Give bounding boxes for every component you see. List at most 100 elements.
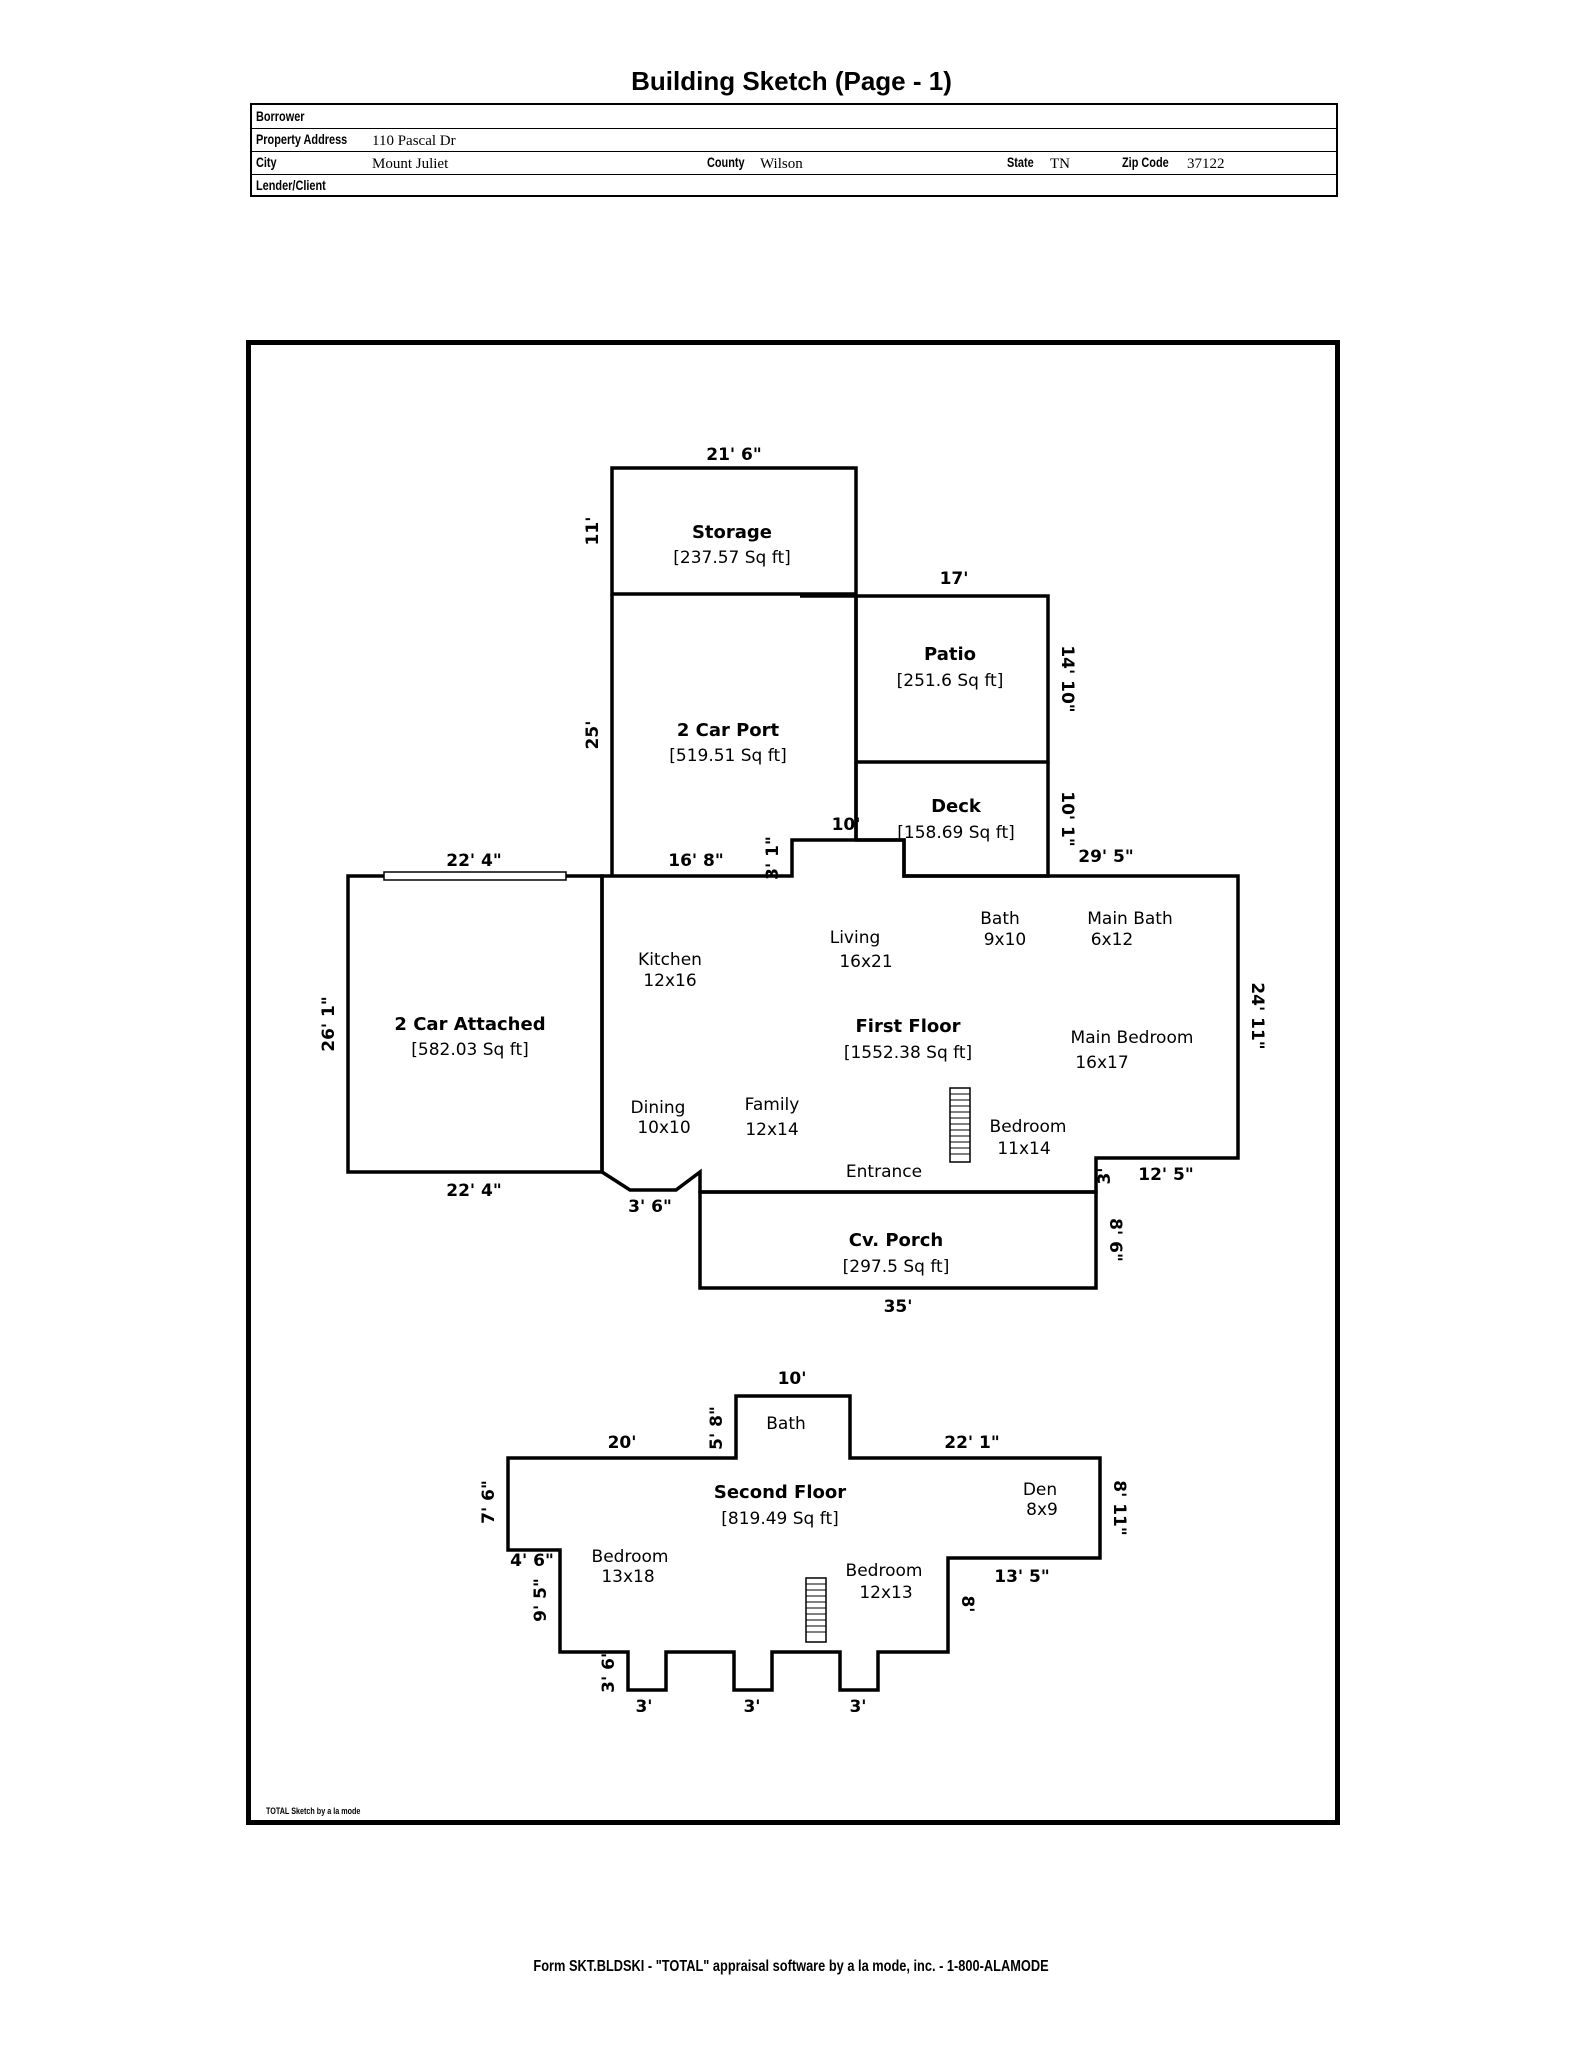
garage-area: [582.03 Sq ft]	[411, 1040, 529, 1060]
dim-patio-side: 14' 10"	[1057, 645, 1077, 712]
dim-right-step: 3'	[1095, 1167, 1115, 1184]
dim-2f-left-side: 7' 6"	[479, 1480, 499, 1524]
dim-garage-top: 22' 4"	[446, 851, 501, 871]
patio-outline	[854, 594, 1050, 764]
room-main-bath-size: 6x12	[1091, 930, 1134, 950]
dim-2f-right-side: 8' 11"	[1109, 1480, 1129, 1535]
second-floor-area: [819.49 Sq ft]	[721, 1509, 839, 1529]
room-main-bedroom: Main Bedroom	[1071, 1028, 1194, 1048]
county-label: County	[707, 154, 745, 170]
form-footer: Form SKT.BLDSKI - "TOTAL" appraisal soft…	[0, 1958, 1583, 1976]
dim-main-side: 24' 11"	[1247, 982, 1267, 1049]
borrower-row: Borrower	[252, 105, 1336, 129]
dim-2f-bump2: 3'	[743, 1697, 760, 1717]
first-floor-outline	[600, 838, 1240, 1194]
dim-deck-bottom: 10'	[832, 815, 861, 835]
dim-porch-bottom: 35'	[884, 1297, 913, 1317]
first-floor-name: First Floor	[855, 1016, 960, 1037]
room-family: Family	[745, 1095, 800, 1115]
dim-2f-left-lower: 9' 5"	[531, 1578, 551, 1622]
dim-2f-bath-top: 10'	[778, 1369, 807, 1389]
storage-name: Storage	[692, 522, 772, 543]
dim-deck-side: 10' 1"	[1057, 791, 1077, 846]
dim-bump: 3' 1"	[763, 836, 783, 880]
dim-2f-left-step: 4' 6"	[510, 1551, 554, 1571]
room-bedroom-size: 11x14	[997, 1139, 1050, 1159]
dim-right-bottom: 12' 5"	[1138, 1165, 1193, 1185]
room-kitchen-size: 12x16	[643, 971, 696, 991]
zip-label: Zip Code	[1122, 154, 1169, 170]
dim-2f-bump1: 3'	[635, 1697, 652, 1717]
property-info-table: Borrower Property Address 110 Pascal Dr …	[250, 103, 1338, 197]
dim-storage-side: 11'	[583, 517, 603, 546]
room-family-size: 12x14	[745, 1120, 798, 1140]
room-main-bedroom-size: 16x17	[1075, 1053, 1128, 1073]
dim-angle: 3' 6"	[628, 1197, 672, 1217]
room-living-size: 16x21	[839, 952, 892, 972]
room-2f-bedroom1-size: 13x18	[601, 1567, 654, 1587]
lender-label: Lender/Client	[256, 177, 326, 193]
storage-area: [237.57 Sq ft]	[673, 548, 791, 568]
dim-garage-bottom: 22' 4"	[446, 1181, 501, 1201]
patio-name: Patio	[924, 644, 976, 665]
dim-carport-side: 25'	[583, 721, 603, 750]
dim-patio-top: 17'	[940, 569, 969, 589]
zip-value: 37122	[1187, 156, 1225, 172]
dim-2f-top-left: 20'	[608, 1433, 637, 1453]
porch-outline	[698, 1190, 1098, 1290]
city-label: City	[256, 154, 277, 170]
carport-name: 2 Car Port	[677, 720, 780, 741]
state-label: State	[1007, 154, 1034, 170]
city-value: Mount Juliet	[372, 156, 449, 172]
room-entrance: Entrance	[846, 1162, 922, 1182]
deck-area: [158.69 Sq ft]	[897, 823, 1015, 843]
dim-2f-bump-side: 3' 6"	[599, 1649, 619, 1693]
room-bath-size: 9x10	[984, 930, 1027, 950]
porch-area: [297.5 Sq ft]	[843, 1257, 950, 1277]
patio-area: [251.6 Sq ft]	[897, 671, 1004, 691]
second-floor-name: Second Floor	[714, 1482, 846, 1503]
dim-garage-side: 26' 1"	[319, 996, 339, 1051]
sketch-frame	[246, 340, 1340, 1825]
room-den: Den	[1023, 1480, 1057, 1500]
dim-carport-bottom: 16' 8"	[668, 851, 723, 871]
city-row: City Mount Juliet County Wilson State TN…	[252, 151, 1336, 175]
dim-2f-bump3: 3'	[849, 1697, 866, 1717]
room-2f-bath: Bath	[766, 1414, 806, 1434]
room-den-size: 8x9	[1026, 1500, 1058, 1520]
address-label: Property Address	[256, 131, 348, 147]
second-floor-outline	[506, 1394, 1102, 1692]
dim-2f-right-lower: 8'	[957, 1595, 977, 1612]
sketch-credit: TOTAL Sketch by a la mode	[266, 1806, 361, 1816]
dim-main-top-right: 29' 5"	[1078, 847, 1133, 867]
borrower-label: Borrower	[256, 108, 305, 124]
storage-outline	[610, 466, 858, 596]
form-footer-text: Form SKT.BLDSKI - "TOTAL" appraisal soft…	[533, 1958, 1050, 1975]
porch-name: Cv. Porch	[849, 1230, 944, 1251]
stairs-first-floor	[949, 1087, 971, 1163]
dim-2f-right-bottom: 13' 5"	[994, 1567, 1049, 1587]
lender-row: Lender/Client	[252, 174, 1336, 197]
dim-porch-side: 8' 6"	[1105, 1218, 1125, 1262]
address-value: 110 Pascal Dr	[372, 133, 456, 149]
room-main-bath: Main Bath	[1087, 909, 1173, 929]
state-value: TN	[1050, 156, 1070, 172]
address-row: Property Address 110 Pascal Dr	[252, 128, 1336, 152]
room-dining: Dining	[631, 1098, 686, 1118]
room-2f-bedroom2-size: 12x13	[859, 1583, 912, 1603]
county-value: Wilson	[760, 156, 803, 172]
first-floor-area: [1552.38 Sq ft]	[844, 1043, 972, 1063]
room-2f-bedroom2: Bedroom	[846, 1561, 923, 1581]
carport-area: [519.51 Sq ft]	[669, 746, 787, 766]
room-living: Living	[830, 928, 881, 948]
room-bath: Bath	[980, 909, 1020, 929]
deck-outline	[854, 762, 1050, 878]
stairs-second-floor	[805, 1577, 827, 1643]
dim-storage-top: 21' 6"	[706, 445, 761, 465]
dim-2f-top-right: 22' 1"	[944, 1433, 999, 1453]
dim-2f-bath-side: 5' 8"	[707, 1406, 727, 1450]
room-kitchen: Kitchen	[638, 950, 702, 970]
room-dining-size: 10x10	[637, 1118, 690, 1138]
garage-door	[383, 871, 567, 881]
